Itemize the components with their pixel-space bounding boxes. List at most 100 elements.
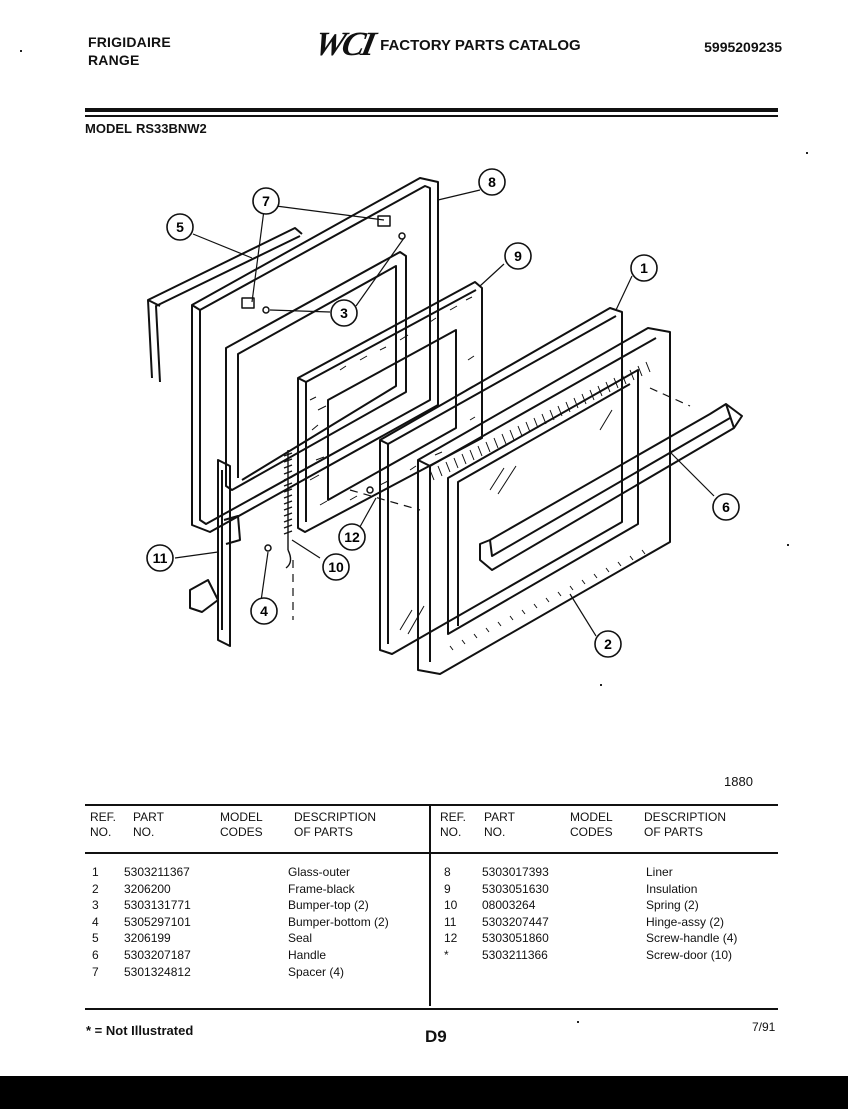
revision-date: 7/91 [752,1020,776,1034]
table-cell-ref: 9 [444,881,451,896]
table-cell-part: 5303207187 [124,948,191,962]
catalog-title: FACTORY PARTS CATALOG [380,36,581,54]
table-cell-desc: Spacer (4) [288,964,345,979]
table-cell-ref: 4 [92,914,99,929]
table-cell-desc: Bumper-top (2) [288,898,369,913]
svg-text:5: 5 [176,219,184,235]
table-cell-desc: Liner [646,865,673,879]
catalog-header: WCI FACTORY PARTS CATALOG [311,26,581,63]
callout-8: 8 [478,168,506,196]
callout-1: 1 [630,254,658,282]
svg-text:6: 6 [722,499,730,515]
callout-7: 7 [252,187,280,215]
callout-2: 2 [594,630,622,658]
table-cell-part: 5303131771 [124,898,191,913]
table-cell-ref: 3 [92,898,99,913]
wci-logo: WCI [311,26,377,63]
table-cell-ref: 5 [92,931,99,946]
figure-id: 1880 [724,774,753,789]
header-rule-thick [85,108,778,112]
callout-11: 11 [146,544,174,572]
header-ref-no-right: REF.NO. [440,810,467,839]
callout-3: 3 [330,299,358,327]
model-number: RS33BNW2 [135,121,207,136]
callout-10: 10 [322,553,350,581]
callout-12: 12 [338,523,366,551]
table-cell-ref: 10 [444,898,458,913]
handle-part [479,403,743,571]
table-cell-part: 08003264 [482,898,536,913]
brand-name: FRIGIDAIRE [88,34,171,50]
svg-text:9: 9 [514,248,522,264]
alignment-lines [292,387,691,620]
appliance-type: RANGE [88,52,140,68]
table-cell-part: 3206199 [124,931,171,946]
header-ref-no: REF.NO. [90,810,117,839]
callout-5: 5 [166,213,194,241]
table-cell-desc: Spring (2) [646,898,699,913]
table-cell-ref: * [444,948,449,962]
table-cell-part: 5301324812 [124,964,191,979]
table-cell-ref: 7 [92,964,99,979]
table-cell-desc: Bumper-bottom (2) [288,914,389,929]
callout-6: 6 [712,493,740,521]
exploded-door-diagram: 5 7 3 8 9 1 6 2 11 4 10 12 [146,168,743,675]
header-rule-thin [85,115,778,117]
catalog-number: 5995209235 [704,39,782,55]
svg-text:2: 2 [604,636,612,652]
spring-part [283,450,293,569]
scan-bottom-band [0,1076,848,1109]
seal-part [147,227,303,383]
callout-4: 4 [250,597,278,625]
small-parts [241,215,406,552]
svg-text:10: 10 [328,559,344,575]
svg-text:12: 12 [344,529,360,545]
scan-speck [577,1021,579,1023]
table-column-divider [429,806,431,1006]
callout-labels: 5 7 3 8 9 1 6 2 11 4 10 12 [146,168,740,658]
hinge-part [189,459,241,647]
svg-text:8: 8 [488,174,496,190]
svg-text:11: 11 [153,550,168,566]
table-cell-desc: Insulation [646,881,698,896]
table-cell-desc: Hinge-assy (2) [646,914,725,929]
table-cell-ref: 2 [92,881,99,896]
table-cell-part: 5305297101 [124,914,191,929]
liner-part [191,177,439,533]
table-cell-desc: Glass-outer [288,865,351,879]
glass-outer-part [379,307,623,655]
callout-9: 9 [504,242,532,270]
table-cell-ref: 12 [444,931,458,946]
scan-speck [806,152,808,154]
table-cell-desc: Frame-black [288,881,355,896]
table-cell-ref: 11 [444,914,457,929]
parts-table [85,804,778,1010]
scan-speck [787,544,789,546]
table-cell-desc: Handle [288,948,327,962]
table-cell-part: 5303051860 [482,931,549,946]
table-header-rule [85,852,778,854]
model-label: MODEL [85,121,132,136]
svg-text:7: 7 [262,193,270,209]
table-cell-part: 5303017393 [482,865,549,879]
table-cell-desc: Screw-door (10) [646,948,733,962]
table-cell-part: 5303211367 [124,865,190,879]
frame-black-part [417,327,671,675]
insulation-texture [309,296,476,506]
table-cell-desc: Screw-handle (4) [646,931,738,946]
table-cell-part: 3206200 [124,881,171,896]
table-cell-ref: 8 [444,865,451,879]
table-cell-ref: 1 [92,865,99,879]
insulation-part [297,281,483,533]
footnote: * = Not Illustrated [86,1023,194,1038]
scan-speck [20,50,22,52]
scan-speck [600,684,602,686]
table-cell-part: 5303051630 [482,881,549,896]
page-number: D9 [425,1027,447,1046]
